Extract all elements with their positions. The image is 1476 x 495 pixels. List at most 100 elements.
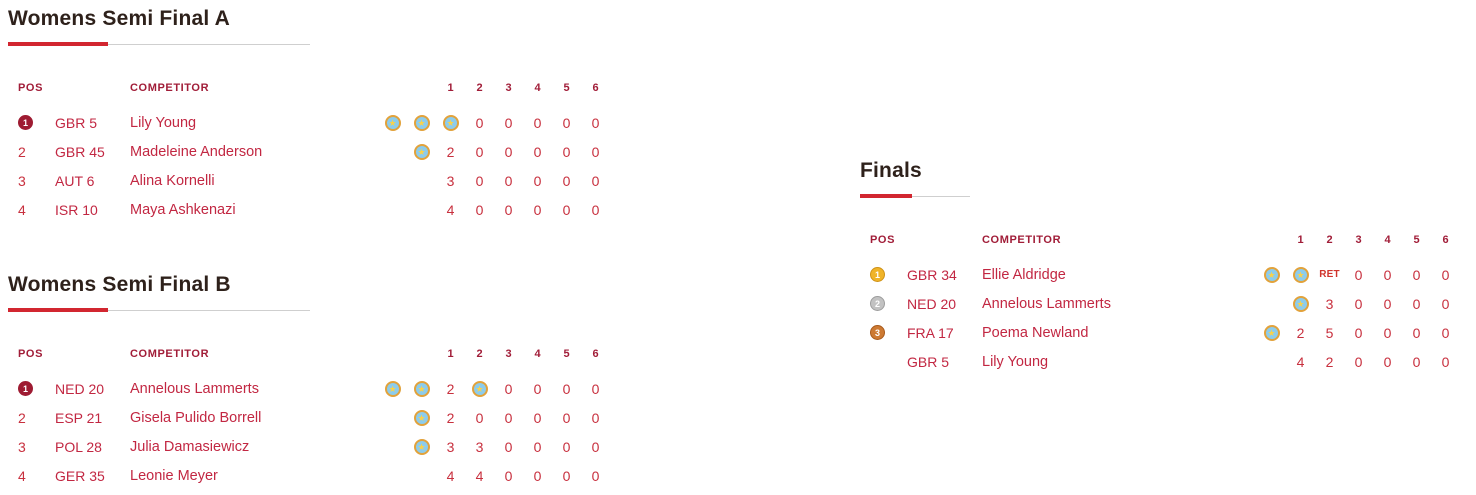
race-cell: 0 [533,467,542,484]
underline-gray [8,44,310,45]
race-cell: RET [1315,260,1344,289]
competitor-name: Alina Kornelli [130,172,215,189]
competitor-name: Leonie Meyer [130,467,218,484]
race-cell: 0 [475,114,484,131]
race-cell: 0 [1383,295,1392,312]
heading-underline [8,42,610,46]
competitor-name: Annelous Lammerts [982,295,1111,312]
gold-medal-icon: 1 [870,267,885,282]
race-win-icon: ★ [1292,266,1309,283]
competitor-name: Lily Young [130,114,197,131]
race-cell: 0 [504,438,513,455]
race-cell: 0 [591,114,600,131]
race-cell: 0 [504,143,513,160]
race-column-header: 2 [476,348,483,360]
race-cell: ★ [378,374,407,403]
race-win-icon: ★ [1263,324,1280,341]
race-cell: 0 [475,143,484,160]
race-win-icon: ★ [413,114,430,131]
race-cell: 0 [504,172,513,189]
race-cell: 0 [1354,266,1363,283]
competitor-column-header: COMPETITOR [982,234,1062,246]
race-cell: 0 [475,172,484,189]
section-title: Womens Semi Final B [8,273,231,296]
race-column-header: 1 [447,348,454,360]
country-sail-number: NED 20 [55,380,105,397]
country-sail-number: ESP 21 [55,409,103,426]
race-cell: 0 [504,114,513,131]
country-sail-number: GBR 45 [55,143,105,160]
race-cell: ★ [1286,260,1315,289]
race-cell: 3 [1325,295,1334,312]
race-cell: 0 [504,380,513,397]
competitor-name: Ellie Aldridge [982,266,1066,283]
race-cell: 0 [1412,266,1421,283]
race-column-header: 6 [592,82,599,94]
race-cell: 0 [1383,353,1392,370]
competitor-name: Madeleine Anderson [130,143,263,160]
race-cell: 0 [591,201,600,218]
pos-column-header: POS [870,234,896,246]
pos-column-header: POS [18,348,44,360]
competitor-name: Maya Ashkenazi [130,201,236,218]
race-cell: 0 [533,114,542,131]
race-cell: 0 [1441,353,1450,370]
competitor-name: Gisela Pulido Borrell [130,409,262,426]
position-badge: 1 [18,381,33,396]
race-cell: 0 [591,172,600,189]
heading-underline [860,194,1460,198]
competitor-name: Lily Young [982,353,1049,370]
position-number: 2 [18,143,26,160]
race-cell: 2 [446,380,455,397]
race-column-header: 4 [534,82,541,94]
race-win-icon: ★ [413,438,430,455]
race-cell: 0 [1383,324,1392,341]
race-win-icon: ★ [384,114,401,131]
race-cell: 4 [1296,353,1305,370]
race-cell: 0 [533,172,542,189]
position: 4 [18,195,55,224]
underline-red [8,308,108,312]
race-cell: ★ [436,108,465,137]
country-sail-number: GER 35 [55,467,105,484]
race-cell: ★ [407,374,436,403]
position-badge: 1 [18,115,33,130]
ret-label: RET [1319,269,1340,280]
underline-gray [860,196,970,197]
country-sail-number: FRA 17 [907,324,954,341]
race-cell: 0 [504,467,513,484]
bronze-medal-icon: 3 [870,325,885,340]
race-win-icon: ★ [413,409,430,426]
position: 3 [18,432,55,461]
race-cell: ★ [407,432,436,461]
position: 1 [18,108,55,137]
section-title: Womens Semi Final A [8,7,231,30]
race-cell: ★ [1257,318,1286,347]
race-cell: 0 [1354,324,1363,341]
race-cell: 2 [446,409,455,426]
race-column-header: 4 [534,348,541,360]
underline-gray [8,310,310,311]
position [870,347,907,376]
race-cell: 0 [562,438,571,455]
race-cell: ★ [465,374,494,403]
pos-column-header: POS [18,82,44,94]
race-cell: 4 [446,201,455,218]
race-cell: 3 [446,438,455,455]
race-cell: 0 [1412,353,1421,370]
